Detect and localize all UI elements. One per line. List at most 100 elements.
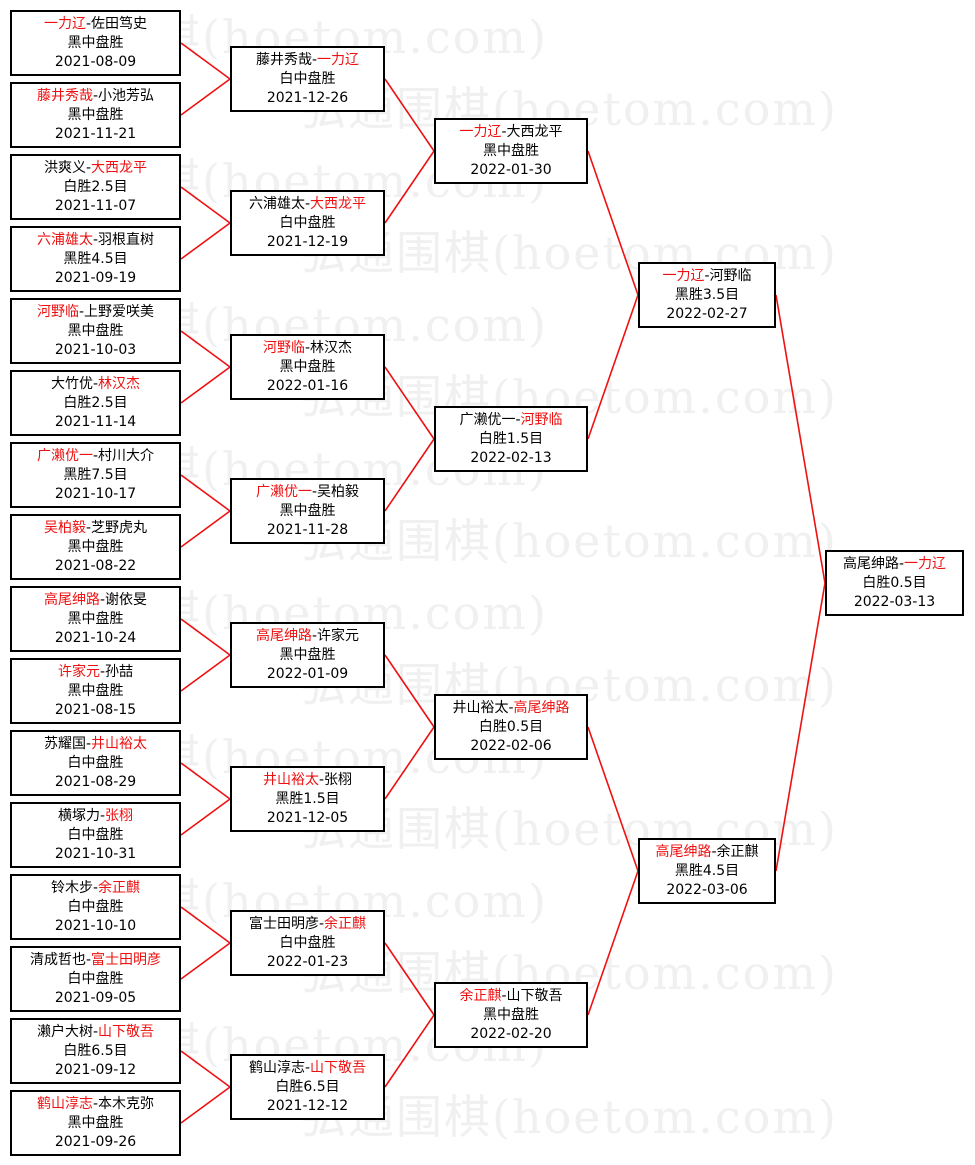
connector-line (180, 906, 231, 944)
loser-name: 上野爱咲美 (84, 304, 155, 320)
separator: - (304, 340, 311, 356)
match-date: 2021-12-12 (266, 1098, 349, 1114)
winner-name: 山下敬吾 (98, 1024, 155, 1040)
match-result: 白中盘胜 (67, 899, 124, 915)
loser-name: 小池芳弘 (98, 88, 155, 104)
match-result: 黑中盘胜 (279, 647, 336, 663)
match-result: 黑中盘胜 (67, 683, 124, 699)
winner-name: 一力辽 (904, 556, 947, 572)
match-date: 2021-10-31 (54, 846, 137, 862)
match-date: 2021-09-26 (54, 1134, 137, 1150)
separator: - (501, 124, 507, 140)
match-result: 白胜1.5目 (478, 431, 544, 447)
connector-line (180, 798, 231, 836)
loser-name: 广濑优一 (459, 412, 516, 428)
winner-name: 广濑优一 (36, 448, 93, 464)
separator: - (99, 592, 106, 608)
loser-name: 孙喆 (105, 664, 134, 680)
connector-line (587, 726, 639, 872)
loser-name: 本木克弥 (98, 1096, 155, 1112)
loser-name: 藤井秀哉 (255, 52, 312, 68)
match-result: 白中盘胜 (279, 935, 336, 951)
separator: - (515, 412, 521, 428)
match-players: 鹤山淳志-本木克弥 (12, 1095, 179, 1114)
match-date: 2021-11-21 (54, 126, 137, 142)
connector-line (180, 942, 231, 980)
connector-line (180, 474, 231, 512)
match-players: 广濑优一-吴柏毅 (232, 483, 383, 502)
connector-line (384, 366, 435, 440)
winner-name: 高尾绅路 (255, 628, 312, 644)
match-players: 鹤山淳志-山下敬吾 (232, 1059, 383, 1078)
loser-name: 张栩 (324, 772, 353, 788)
loser-name: 大竹优 (50, 376, 93, 392)
match-players: 吴柏毅-芝野虎丸 (12, 519, 179, 538)
match-players: 广濑优一-村川大介 (12, 447, 179, 466)
loser-name: 高尾绅路 (842, 556, 899, 572)
separator: - (85, 520, 92, 536)
connector-line (384, 150, 435, 224)
loser-name: 吴柏毅 (317, 484, 360, 500)
connector-line (180, 654, 231, 692)
match-players: 一力辽-河野临 (640, 267, 774, 286)
separator: - (99, 664, 106, 680)
match-date: 2022-02-06 (470, 738, 552, 754)
loser-name: 大西龙平 (506, 124, 563, 140)
match-result: 黑中盘胜 (483, 1007, 539, 1023)
separator: - (304, 196, 311, 212)
separator: - (318, 916, 325, 932)
connector-line (775, 582, 826, 872)
match-date: 2022-03-13 (853, 594, 936, 610)
separator: - (311, 484, 318, 500)
match-players: 井山裕太-高尾绅路 (436, 699, 586, 718)
match-result: 白胜0.5目 (862, 575, 927, 591)
match-players: 高尾绅路-一力辽 (827, 555, 962, 574)
winner-name: 大西龙平 (91, 160, 148, 176)
winner-name: 河野临 (36, 304, 79, 320)
match-date: 2021-08-29 (54, 774, 137, 790)
match-date: 2022-02-27 (666, 306, 748, 322)
winner-name: 许家元 (57, 664, 100, 680)
match-date: 2021-09-05 (54, 990, 137, 1006)
match-result: 黑中盘胜 (483, 143, 539, 159)
loser-name: 洪爽义 (43, 160, 86, 176)
match-players: 一力辽-佐田笃史 (12, 15, 179, 34)
match-date: 2021-12-19 (266, 234, 349, 250)
match-players: 藤井秀哉-一力辽 (232, 51, 383, 70)
connector-line (180, 42, 231, 80)
connector-line (384, 1014, 435, 1088)
match-date: 2021-09-12 (54, 1062, 137, 1078)
loser-name: 铃木步 (50, 880, 93, 896)
match-players: 许家元-孙喆 (12, 663, 179, 682)
match-date: 2022-03-06 (666, 882, 748, 898)
connector-line (384, 942, 435, 1016)
match-players: 高尾绅路-余正麒 (640, 843, 774, 862)
separator: - (704, 268, 710, 284)
loser-name: 谢依旻 (105, 592, 148, 608)
match-players: 河野临-林汉杰 (232, 339, 383, 358)
connector-line (775, 294, 826, 584)
winner-name: 高尾绅路 (513, 700, 570, 716)
separator: - (501, 988, 507, 1004)
match-players: 广濑优一-河野临 (436, 411, 586, 430)
winner-name: 六浦雄太 (36, 232, 93, 248)
match-players: 河野临-上野爱咲美 (12, 303, 179, 322)
loser-name: 濑户大树 (36, 1024, 93, 1040)
match-date: 2022-01-16 (266, 378, 349, 394)
match-date: 2021-12-05 (266, 810, 349, 826)
match-date: 2021-10-24 (54, 630, 137, 646)
loser-name: 余正麒 (716, 844, 759, 860)
